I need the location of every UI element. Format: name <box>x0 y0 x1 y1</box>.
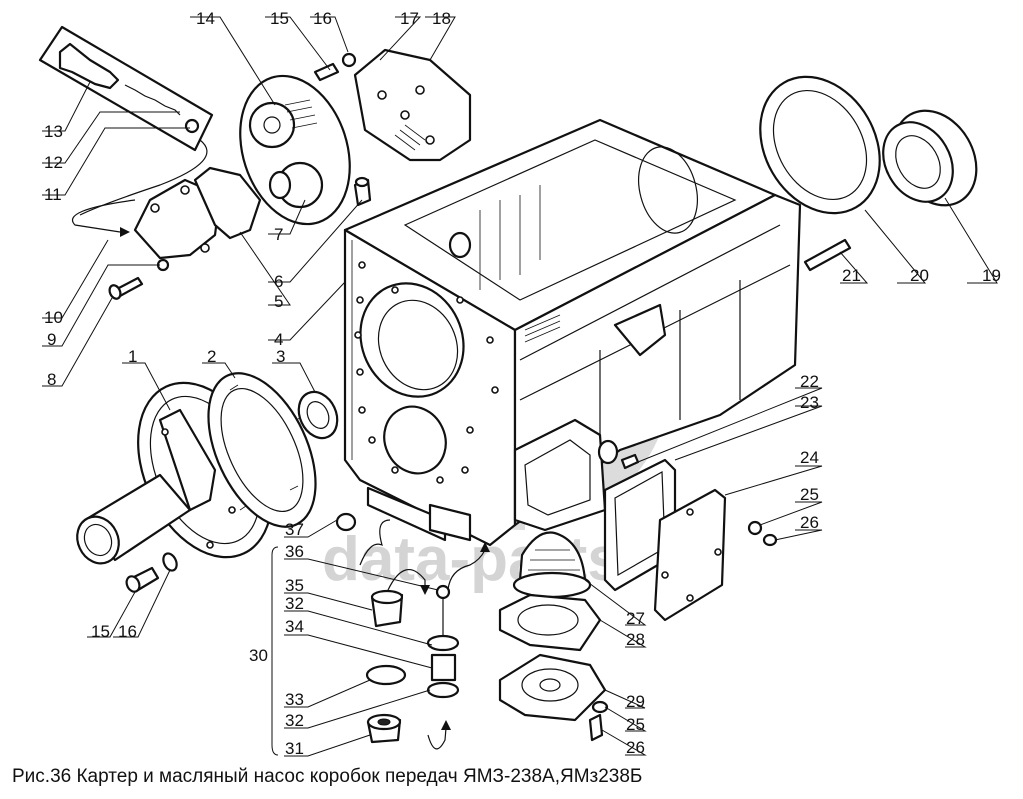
part-15-bolt-top <box>313 62 340 82</box>
part-6-plug <box>353 176 372 207</box>
callout-34: 34 <box>285 617 304 636</box>
callout-15: 15 <box>270 9 289 28</box>
part-15-16-bolt-washer <box>125 552 178 593</box>
part-5-gasket <box>193 166 262 240</box>
figure-caption: Рис.36 Картер и масляный насос коробок п… <box>12 766 643 787</box>
part-37-plug <box>335 512 357 532</box>
part-31-plug <box>366 713 402 744</box>
callout-18: 18 <box>432 9 451 28</box>
callout-25-bottom: 25 <box>626 715 645 734</box>
flow-arrow-1 <box>359 519 391 566</box>
callout-15-bottom: 15 <box>91 622 110 641</box>
callout-32-top: 32 <box>285 594 304 613</box>
part-29-flange <box>498 653 607 722</box>
part-20-cover-ring <box>759 75 881 215</box>
part-19-seal-ring <box>882 109 978 207</box>
callout-28: 28 <box>626 630 645 649</box>
part-3-seal <box>297 390 339 440</box>
part-26-bolt-bottom <box>588 713 604 742</box>
flow-arrow-2 <box>387 569 426 591</box>
callout-24: 24 <box>800 448 819 467</box>
callout-5: 5 <box>274 292 283 311</box>
flow-line-valve <box>79 139 208 216</box>
callout-26-right: 26 <box>800 513 819 532</box>
part-8-bolt <box>108 276 144 300</box>
callout-10: 10 <box>44 308 63 327</box>
arrow-head-4 <box>441 720 451 730</box>
callout-35: 35 <box>285 576 304 595</box>
callout-20: 20 <box>910 266 929 285</box>
callout-1: 1 <box>128 347 137 366</box>
callout-2: 2 <box>207 347 216 366</box>
callout-25-right: 25 <box>800 485 819 504</box>
callout-7: 7 <box>274 225 283 244</box>
callout-37: 37 <box>285 520 304 539</box>
housing-bolt-holes <box>354 261 499 484</box>
part-21-stud <box>803 238 852 272</box>
callout-13: 13 <box>44 122 63 141</box>
callout-9: 9 <box>47 330 56 349</box>
callout-6: 6 <box>274 272 283 291</box>
callout-8: 8 <box>47 370 56 389</box>
callout-4: 4 <box>274 330 283 349</box>
callout-19: 19 <box>982 266 1001 285</box>
part-35-bushing <box>370 589 404 628</box>
callout-32-bottom: 32 <box>285 711 304 730</box>
callout-16: 16 <box>313 9 332 28</box>
arrow-head-pump <box>120 227 130 237</box>
part-32-washer-bottom <box>426 681 460 699</box>
part-26-bolt-right <box>762 533 778 547</box>
callout-31: 31 <box>285 739 304 758</box>
callout-23: 23 <box>800 393 819 412</box>
part-24-side-cover <box>653 488 727 622</box>
callout-14: 14 <box>196 9 215 28</box>
arrow-head-3 <box>480 542 490 552</box>
leader-lines <box>42 16 998 757</box>
callout-16-bottom: 16 <box>118 622 137 641</box>
part-28-gasket <box>498 593 602 652</box>
part-17-18-pump-cover <box>353 48 472 162</box>
flow-arrow-3 <box>447 549 486 591</box>
part-34-spring-housing <box>430 653 457 682</box>
callout-36: 36 <box>285 542 304 561</box>
callout-30: 30 <box>249 646 268 665</box>
callout-26-bottom: 26 <box>626 738 645 757</box>
callout-33: 33 <box>285 690 304 709</box>
callout-12: 12 <box>44 153 63 172</box>
callout-labels: 14 15 16 17 18 13 12 11 7 6 5 10 9 8 4 1… <box>44 9 1001 758</box>
gearbox-housing <box>343 118 802 547</box>
callout-27: 27 <box>626 609 645 628</box>
part-16-washer-top <box>341 52 357 68</box>
flow-arrow-4 <box>427 727 447 750</box>
callout-11: 11 <box>44 185 62 204</box>
part-14-7-pump-gears <box>239 74 351 226</box>
part-33-o-ring <box>365 664 407 686</box>
flow-arrow-pump <box>72 199 136 233</box>
part-25-washer-right <box>747 520 763 536</box>
part-2-gasket <box>207 372 317 528</box>
callout-17: 17 <box>400 9 419 28</box>
part-13-12-11-relief-valve <box>38 25 214 152</box>
part-25-washer-bottom <box>591 700 609 714</box>
part-32-washer-top <box>426 634 460 652</box>
callout-22: 22 <box>800 372 819 391</box>
flow-arrows <box>72 139 490 750</box>
callout-21: 21 <box>842 266 861 285</box>
part-36-valve-stem <box>435 584 451 640</box>
callout-3: 3 <box>276 347 285 366</box>
callout-29: 29 <box>626 692 645 711</box>
